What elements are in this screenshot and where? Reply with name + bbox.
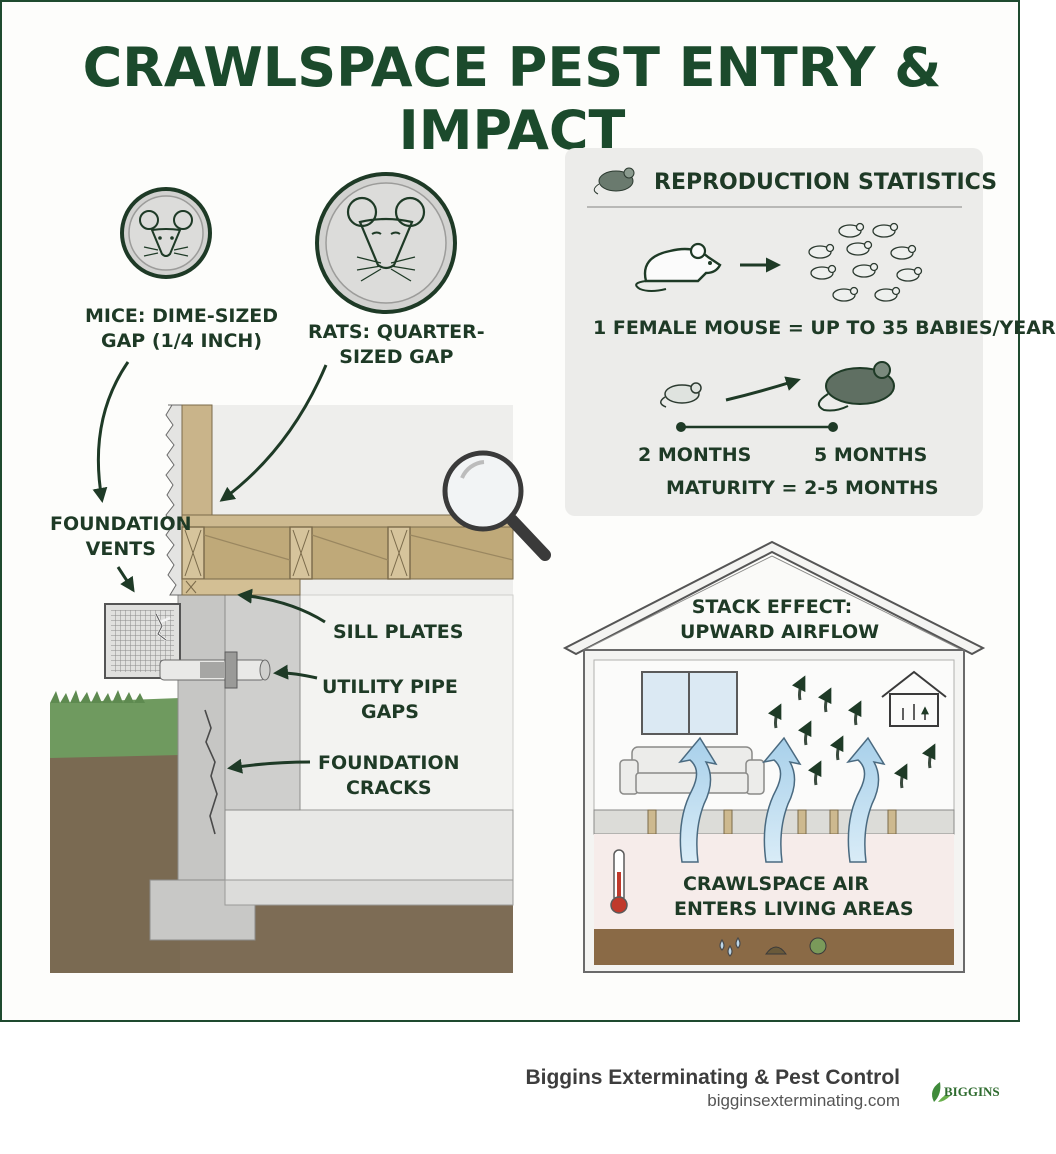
reproduction-panel: [565, 148, 983, 516]
upward-airflow-arrows: [678, 736, 886, 863]
mouse-icon: [593, 167, 635, 195]
sill-plates-label: SILL PLATES: [333, 621, 464, 643]
maturity-start-label: 2 MONTHS: [638, 444, 752, 466]
stack-effect-house: [562, 540, 986, 973]
utility-pipe-label: UTILITY PIPE GAPS: [322, 676, 458, 723]
maturity-end-label: 5 MONTHS: [814, 444, 928, 466]
grass: [50, 698, 180, 758]
mice-gap-label: MICE: DIME-SIZED GAP (1/4 INCH): [85, 305, 279, 352]
company-name: Biggins Exterminating & Pest Control: [525, 1066, 900, 1089]
rat-coin-icon: [315, 172, 457, 314]
young-mouse-icon: [660, 382, 702, 408]
rising-air-arrows: [767, 675, 936, 789]
moisture-icon: [719, 936, 741, 957]
crawlspace-air-caption: CRAWLSPACE AIR ENTERS LIVING AREAS: [674, 873, 914, 920]
leaf-logo-icon: [932, 1082, 950, 1102]
baby-mice-icons: [808, 222, 923, 302]
foundation-crack: [204, 709, 218, 835]
reproduction-heading: REPRODUCTION STATISTICS: [654, 170, 998, 195]
foundation-cracks-label: FOUNDATION CRACKS: [318, 752, 460, 799]
babies-per-year-stat: 1 FEMALE MOUSE = UP TO 35 BABIES/YEAR: [593, 317, 1056, 339]
mold-icon: [809, 937, 827, 955]
mouse-coin-icon: [120, 187, 212, 279]
house-airflow-icon: [881, 670, 947, 727]
mother-mouse-icon: [635, 242, 722, 292]
illustration: [50, 148, 986, 973]
entry-arrows: [92, 361, 328, 774]
thermometer-icon: [610, 849, 628, 914]
adult-mouse-icon: [817, 361, 895, 412]
company-url[interactable]: bigginsexterminating.com: [707, 1091, 900, 1110]
logo-wordmark: BIGGINS: [944, 1084, 1000, 1099]
maturity-label: MATURITY = 2-5 MONTHS: [666, 477, 939, 499]
foundation-vents-label: FOUNDATION VENTS: [50, 513, 192, 560]
stack-effect-heading: STACK EFFECT: UPWARD AIRFLOW: [680, 596, 880, 643]
magnifying-glass-icon: [442, 450, 551, 561]
soil: [50, 700, 180, 973]
droppings-icon: [765, 946, 787, 955]
sill-plate: [181, 578, 301, 596]
rats-gap-label: RATS: QUARTER- SIZED GAP: [308, 321, 485, 368]
